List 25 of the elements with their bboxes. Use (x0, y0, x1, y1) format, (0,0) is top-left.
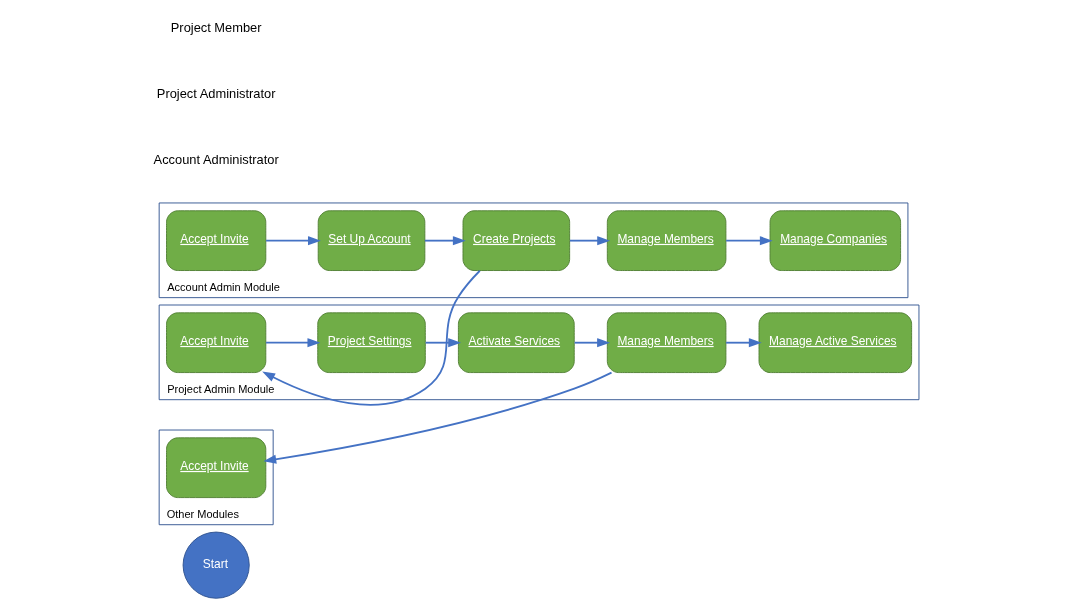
node-box: Create Projects (462, 210, 570, 271)
arrow (568, 236, 610, 246)
label: Project Member (170, 19, 262, 35)
node-box: Project Settings (316, 312, 426, 374)
arrow (264, 338, 320, 348)
arrow (264, 236, 321, 246)
arrow (573, 338, 610, 348)
arrow (424, 338, 461, 348)
arrow (261, 269, 481, 406)
node-box: Manage Companies (769, 210, 901, 271)
node-box: Manage Members (606, 210, 726, 271)
label: Project Administrator (156, 85, 275, 101)
node-box: Accept Invite (165, 312, 266, 374)
arrow (724, 338, 762, 348)
arrow (262, 371, 612, 464)
node-box: Accept Invite (165, 437, 266, 499)
label: Account Administrator (153, 152, 279, 168)
node-box: Manage Members (606, 312, 726, 374)
node-box: Set Up Account (317, 210, 425, 271)
arrow (423, 236, 466, 246)
node-box: Accept Invite (165, 210, 266, 271)
node-box: Activate Services (457, 312, 575, 374)
node-box: Manage Active Services (758, 312, 912, 374)
arrow (724, 236, 773, 246)
node-circle: Start (182, 531, 250, 599)
